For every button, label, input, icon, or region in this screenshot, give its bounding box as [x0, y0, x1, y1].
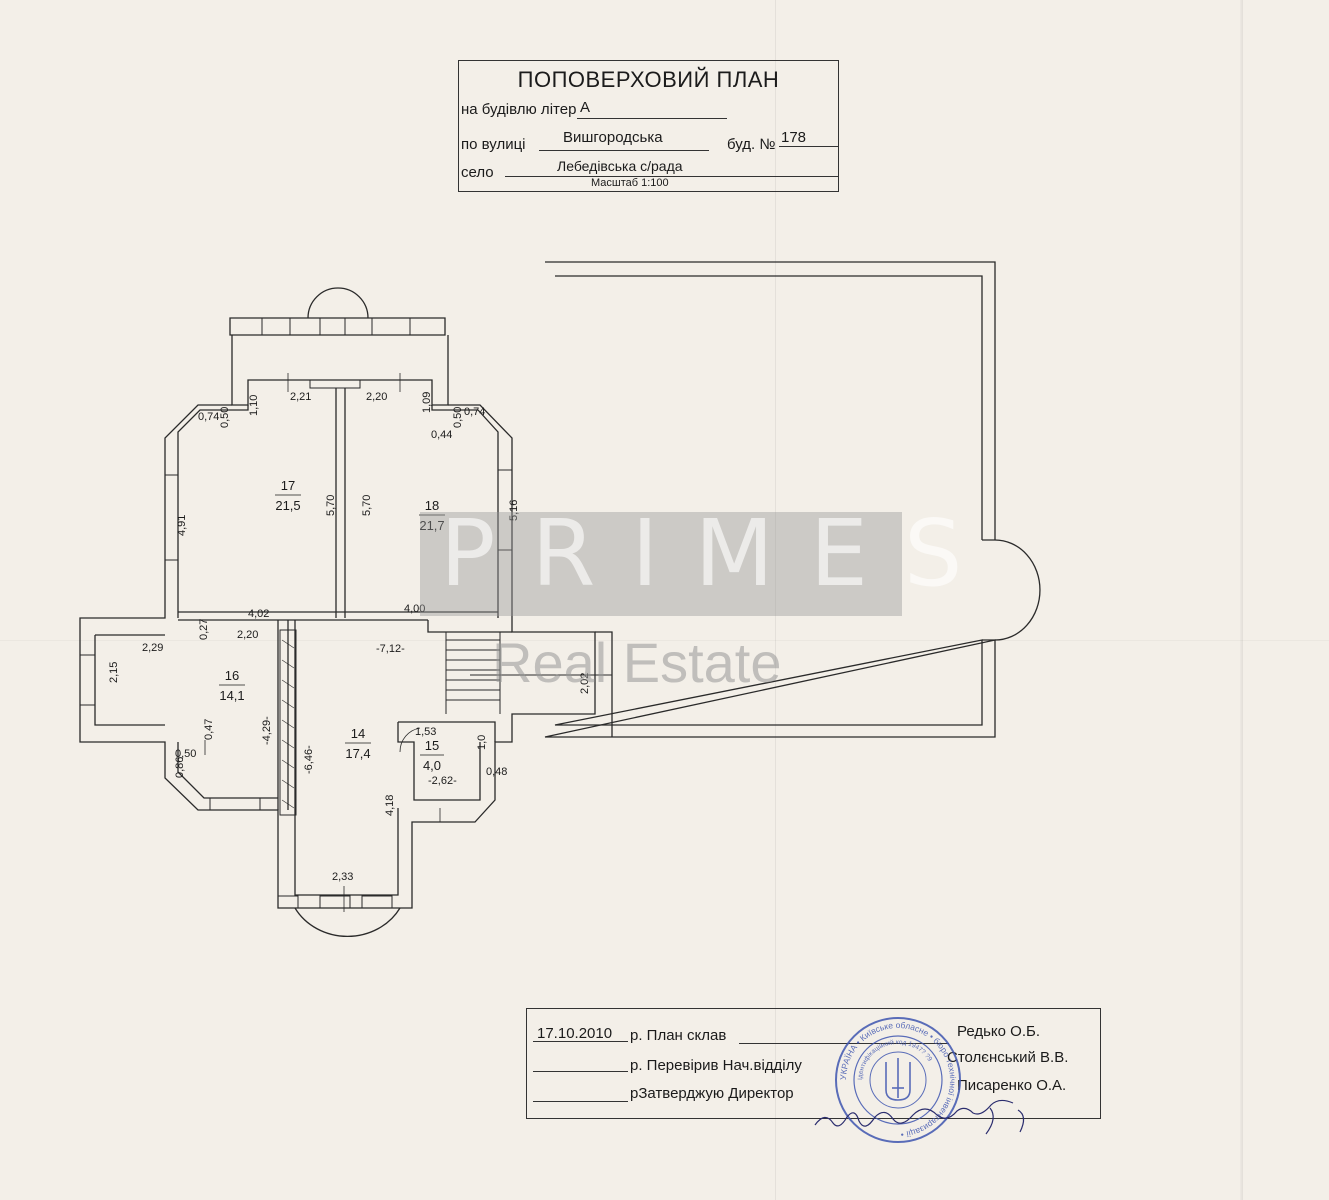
dim-label: 4,18	[384, 795, 396, 816]
dim-label: 2,20	[366, 391, 387, 403]
dim-label: 2,33	[332, 871, 353, 883]
dim-label: 0,74	[198, 411, 219, 423]
dim-label: 1,09	[421, 392, 433, 413]
dim-label: 2,02	[579, 673, 591, 694]
dim-label: 0,50	[452, 407, 464, 428]
dim-label: 0,74	[464, 406, 485, 418]
dim-label: 5,70	[325, 495, 337, 516]
sign-row-approved: рЗатверджую Директор	[630, 1085, 794, 1102]
street-label: по вулиці	[461, 136, 526, 153]
room-16-number: 16	[225, 668, 239, 683]
room-14-number: 14	[351, 726, 365, 741]
house-number: 178	[781, 129, 807, 146]
stamp-inner-text: Ідентифікаційний код 1947? ?9	[857, 1038, 933, 1080]
dim-label: 4,00	[404, 603, 425, 615]
dim-label: -6,46-	[303, 745, 315, 774]
watermark-backdrop	[420, 512, 902, 616]
dim-label: 0,50	[175, 748, 196, 760]
room-16-area: 14,1	[219, 688, 244, 703]
sign-row-compiled: р. План склав	[630, 1027, 727, 1044]
room-17-area: 21,5	[275, 498, 300, 513]
room-18-area: 21,7	[419, 518, 444, 533]
dim-label: 2,21	[290, 391, 311, 403]
sign-name-approved: Писаренко О.А.	[957, 1077, 1067, 1094]
dim-label: 2,20	[237, 629, 258, 641]
dim-label: 5,16	[508, 500, 520, 521]
house-label: буд. №	[727, 136, 776, 153]
signature-block: 17.10.2010 р. План склав Редько О.Б. р. …	[526, 1008, 1101, 1119]
village-label: село	[461, 164, 494, 181]
building-letter: А	[580, 99, 591, 116]
dim-label: -4,29-	[261, 716, 273, 745]
dimension-labels: 1,10 2,21 2,20 1,09 0,74 0,50 0,50 0,74 …	[108, 391, 591, 883]
watermark-subtitle: Real Estate	[492, 631, 782, 694]
room-15-number: 15	[425, 738, 439, 753]
paper-fold-right	[1240, 0, 1243, 1200]
dim-label: 1,0	[476, 735, 488, 750]
dim-label: 0,27	[198, 619, 210, 640]
compiled-underline	[739, 1043, 949, 1044]
dim-label: -2,62-	[428, 775, 457, 787]
dim-label: 0,48	[486, 766, 507, 778]
room-15-area: 4,0	[423, 758, 441, 773]
plan-heading: ПОПОВЕРХОВИЙ ПЛАН	[517, 67, 780, 92]
sign-name-checked: Столєнський В.В.	[947, 1049, 1069, 1066]
village-name: Лебедівська с/рада	[557, 158, 683, 174]
room-labels: 17 21,5 18 21,7 16 14,1 14 17,4 15 4,0	[219, 478, 445, 773]
approved-date-underline	[533, 1101, 628, 1102]
dim-label: 2,15	[108, 662, 120, 683]
dim-label: 0,50	[219, 407, 231, 428]
radiator-hatch	[281, 639, 295, 809]
dim-label: 2,29	[142, 642, 163, 654]
paper-fold-vertical	[775, 0, 776, 1200]
room-18-number: 18	[425, 498, 439, 513]
trident-icon	[885, 1058, 911, 1101]
dim-label: 4,02	[248, 608, 269, 620]
sign-date: 17.10.2010	[537, 1025, 613, 1042]
dim-label: 1,53	[415, 726, 436, 738]
plan-walls	[79, 261, 1041, 938]
sign-name-compiled: Редько О.Б.	[957, 1023, 1041, 1040]
dim-label: 4,91	[176, 515, 188, 536]
street-name: Вишгородська	[563, 129, 663, 146]
building-label: на будівлю літер	[461, 101, 577, 118]
dim-label: 5,70	[361, 495, 373, 516]
sign-row-checked: р. Перевірив Нач.відділу	[630, 1057, 802, 1074]
dim-label: 0,44	[431, 429, 452, 441]
room-17-number: 17	[281, 478, 295, 493]
watermark-brand: PRIMES	[440, 500, 999, 607]
village-underline	[505, 176, 839, 177]
date-underline	[533, 1041, 628, 1042]
checked-date-underline	[533, 1071, 628, 1072]
room-14-area: 17,4	[345, 746, 370, 761]
house-underline	[779, 146, 839, 147]
dim-label: 1,10	[248, 395, 260, 416]
building-underline	[577, 118, 727, 119]
street-underline	[539, 150, 709, 151]
title-block: ПОПОВЕРХОВИЙ ПЛАН на будівлю літер А по …	[458, 60, 839, 192]
dim-label: 0,47	[203, 719, 215, 740]
dim-label: -7,12-	[376, 643, 405, 655]
handwritten-signature	[814, 1099, 1025, 1135]
scale-label: Масштаб 1:100	[591, 177, 669, 189]
dim-label: 0,86	[174, 757, 186, 778]
